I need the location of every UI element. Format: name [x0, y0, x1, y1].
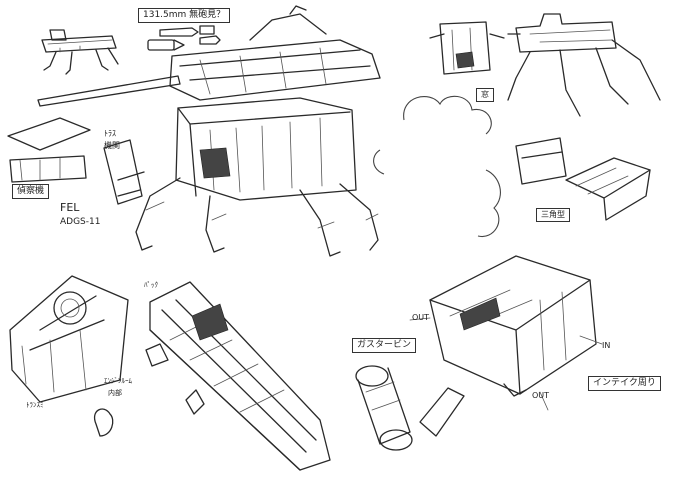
small-mark: 窓 [476, 88, 494, 102]
left-detail-sketches [7, 117, 145, 205]
caliber-note: 131.5mm 無砲見？ [138, 8, 231, 23]
bottom-left-tag: ﾄﾗﾝｽﾐ [26, 401, 44, 409]
turret-sub-label: 機関 [104, 141, 120, 150]
out-label-top: OUT [412, 313, 430, 322]
out-label-bottom: OUT [532, 391, 550, 400]
main-tank-mech [37, 5, 381, 257]
scout-label: 偵察機 [12, 184, 50, 199]
engine-sub-note: 内部 [108, 389, 122, 397]
sensor-pod-sketch [515, 137, 651, 221]
small-mech-topleft [41, 29, 119, 75]
shell-sketches [147, 25, 221, 51]
hull-bottom-view [145, 281, 331, 471]
intake-block-sketch [409, 255, 603, 411]
engine-room-sketch [9, 275, 129, 437]
smoke-clouds [373, 95, 501, 237]
turbine-label: ガスタービン [352, 338, 417, 353]
in-label: IN [602, 341, 611, 350]
mech-front-view [429, 21, 505, 75]
fel-label: FEL [60, 201, 80, 214]
mech-side-view [507, 13, 661, 117]
intake-label: インテイク周り [588, 376, 661, 391]
bottom-mid-tag: ﾊﾟｯｸ [144, 281, 158, 289]
gas-turbine-sketch [355, 365, 465, 451]
turret-label: ﾄﾗｽ [104, 129, 116, 138]
adgs-label: ADGS-11 [60, 217, 101, 227]
engine-note: ｴﾝｼﾞﾝﾙｰﾑ [104, 377, 132, 385]
sensor-label: 三角型 [536, 208, 570, 222]
